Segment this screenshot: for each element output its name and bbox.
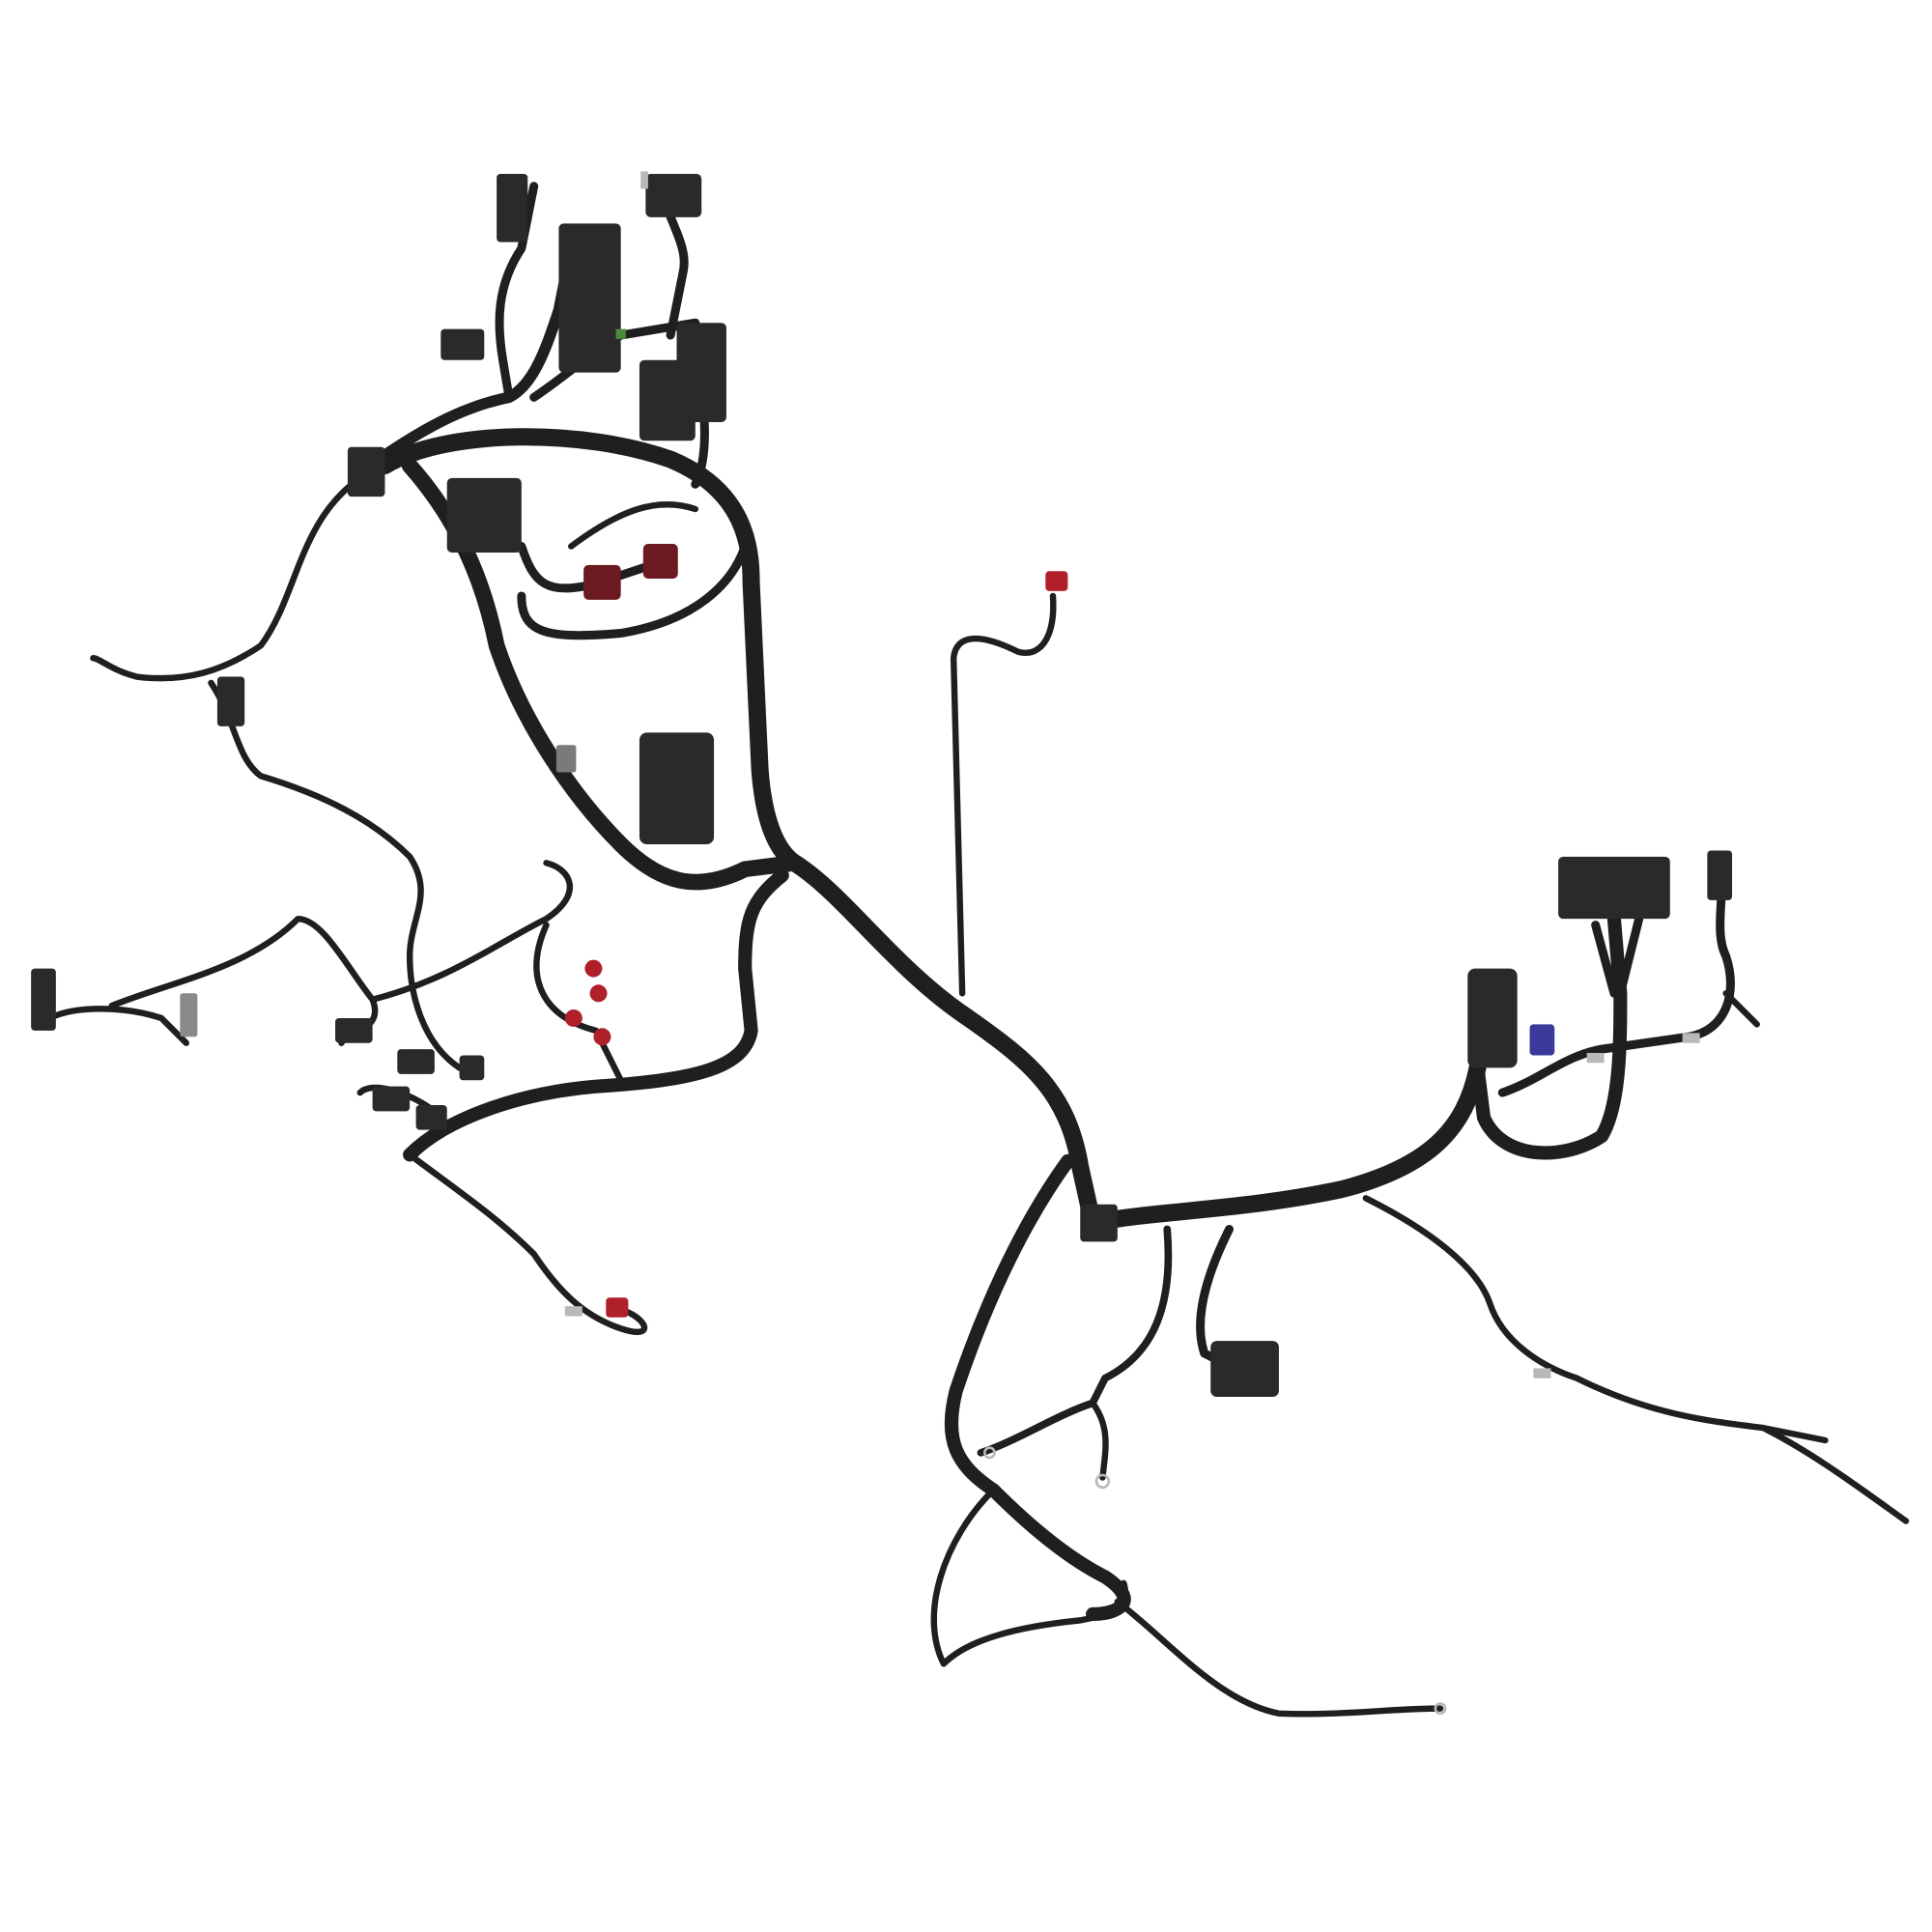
wire xyxy=(406,1151,647,1336)
metal-tab xyxy=(564,1306,582,1317)
red-connector xyxy=(584,959,603,978)
connector-block xyxy=(372,1086,411,1112)
connector-block xyxy=(1707,850,1733,900)
metal-tab xyxy=(1586,1052,1605,1064)
connector-block xyxy=(645,173,702,217)
connector-block xyxy=(415,1104,447,1130)
metal-tab xyxy=(1682,1033,1700,1043)
metal-tab xyxy=(640,171,648,189)
connector-block xyxy=(1080,1204,1118,1242)
connector-block xyxy=(459,1055,485,1081)
connector-block xyxy=(1467,968,1518,1068)
wire xyxy=(1089,1400,1109,1481)
red-connector xyxy=(642,543,678,579)
branch xyxy=(568,500,699,550)
connector-block xyxy=(347,446,385,497)
wire xyxy=(1759,1424,1829,1444)
ring-terminal xyxy=(1434,1702,1447,1716)
trunk-right xyxy=(1470,912,1628,1160)
connector-block xyxy=(440,328,485,360)
wire xyxy=(1196,1224,1234,1371)
metal-tab xyxy=(1533,1368,1551,1378)
connector-block xyxy=(1210,1341,1279,1398)
red-connector xyxy=(593,1028,611,1046)
wire xyxy=(46,915,379,1046)
wire xyxy=(1362,1195,1910,1524)
blue-connector xyxy=(1529,1024,1555,1056)
connector-block xyxy=(446,477,522,553)
red-connector xyxy=(564,1009,582,1027)
grey-sleeve xyxy=(555,745,577,773)
grey-connector xyxy=(180,993,198,1037)
connector-block xyxy=(1558,856,1670,920)
branch xyxy=(495,182,539,402)
wire xyxy=(1497,865,1735,1097)
branch xyxy=(660,194,689,340)
connector-block xyxy=(216,676,245,726)
branch xyxy=(517,542,750,640)
red-connector xyxy=(583,564,621,600)
wire xyxy=(1114,1598,1444,1718)
red-connector xyxy=(606,1297,629,1318)
red-connector xyxy=(589,984,608,1003)
connector-block xyxy=(497,173,528,242)
trunk-left-loop xyxy=(401,457,803,891)
ring-terminal xyxy=(1094,1473,1111,1490)
wire xyxy=(208,679,463,1071)
trunk-down xyxy=(944,1153,1131,1622)
trunk-lower-left xyxy=(403,868,789,1162)
connector-block xyxy=(335,1017,373,1043)
connector-block xyxy=(31,968,56,1031)
green-connector xyxy=(615,328,626,339)
connector-block xyxy=(397,1049,435,1074)
wire xyxy=(950,592,1057,997)
wire xyxy=(1722,990,1760,1028)
main-trunk xyxy=(376,428,1487,1233)
wire xyxy=(369,860,574,1003)
connector-block xyxy=(676,323,726,423)
wire xyxy=(90,474,363,682)
wire xyxy=(1591,914,1644,998)
connector-block xyxy=(558,223,621,373)
red-connector xyxy=(1045,571,1068,591)
wire xyxy=(533,922,624,1084)
wire xyxy=(977,1225,1173,1457)
wire xyxy=(930,1487,1128,1667)
connector-block xyxy=(639,732,715,845)
ring-terminal xyxy=(982,1446,996,1460)
